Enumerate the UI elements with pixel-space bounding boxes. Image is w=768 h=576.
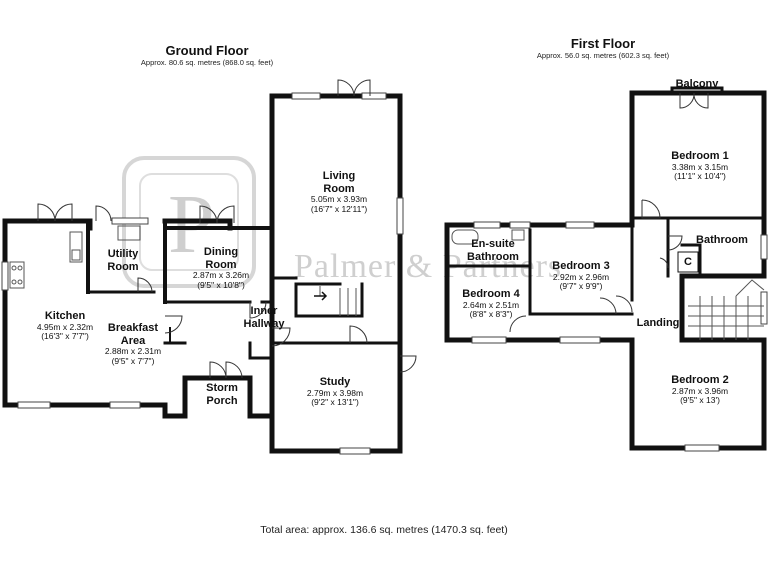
bedroom1-name: Bedroom 1 [671,150,729,162]
dining-dims: 2.87m x 3.26m [192,270,250,281]
bedroom2-imperial: (9'5" x 13') [680,395,720,406]
inner-hallway-name2: Hallway [243,317,285,330]
ground-floor-doors [37,79,417,379]
first-floor-stairs [688,279,765,340]
ground-floor-title: Ground Floor [165,43,249,58]
total-area: Total area: approx. 136.6 sq. metres (14… [260,524,508,536]
ground-floor-windows [1,92,404,455]
study-imperial: (9'2" x 13'1") [311,397,359,408]
living-dims: 5.05m x 3.93m [310,194,368,205]
first-floor-title: First Floor [570,36,636,51]
study-name: Study [319,376,351,388]
landing-name: Landing [636,317,680,329]
bedroom2-dims: 2.87m x 3.96m [671,385,729,396]
dining-name: Dining [203,246,239,258]
storm-porch-name: Storm [206,382,238,394]
bedroom1-dims: 3.38m x 3.15m [671,161,729,172]
cupboard-name: C [684,256,692,268]
room-bedroom4: Bedroom 4 2.64m x 2.51m (8'8" x 8'3") [448,288,534,320]
room-dining: Dining Room 2.87m x 3.26m (9'5" x 10'8") [178,246,264,291]
room-storm-porch: Storm Porch [192,382,252,407]
living-imperial: (16'7" x 12'11") [310,204,368,215]
study-dims: 2.79m x 3.98m [306,387,364,398]
room-living: Living Room 5.05m x 3.93m (16'7" x 12'11… [294,170,384,215]
ensuite-name: En-suite [471,238,515,250]
room-study: Study 2.79m x 3.98m (9'2" x 13'1") [290,376,380,408]
room-bedroom1: Bedroom 1 3.38m x 3.15m (11'1" x 10'4") [650,150,750,182]
bedroom4-dims: 2.64m x 2.51m [462,299,520,310]
bedroom3-imperial: (9'7" x 9'9") [559,281,603,292]
cupboard-box [677,251,699,273]
first-floor-doors [509,92,709,333]
inner-hallway-name: Inner [250,305,278,317]
balcony-name: Balcony [675,78,719,90]
watermark-monogram: P [168,178,216,271]
ensuite-name2: Bathroom [467,250,519,263]
living-name2: Room [323,182,355,195]
room-utility: Utility Room [94,248,152,273]
kitchen-imperial: (16'3" x 7'7") [41,331,89,342]
room-bedroom3: Bedroom 3 2.92m x 2.96m (9'7" x 9'9") [536,260,626,292]
living-name: Living [322,170,356,182]
bedroom1-imperial: (11'1" x 10'4") [674,171,726,182]
room-kitchen: Kitchen 4.95m x 2.32m (16'3" x 7'7") [20,310,110,342]
breakfast-imperial: (9'5" x 7'7") [111,356,155,367]
utility-name: Utility [107,248,139,260]
first-floor-walls [444,86,767,451]
ground-floor-stairs [314,286,357,316]
breakfast-name2: Area [120,334,146,347]
bedroom4-imperial: (8'8" x 8'3") [469,309,513,320]
room-inner-hallway: Inner Hallway [236,305,292,330]
ground-floor-area: Approx. 80.6 sq. metres (868.0 sq. feet) [140,58,274,67]
kitchen-dims: 4.95m x 2.32m [36,321,94,332]
kitchen-name: Kitchen [44,310,86,322]
bedroom3-name: Bedroom 3 [552,260,610,272]
dining-name2: Room [205,258,237,271]
storm-porch-name2: Porch [206,394,238,407]
bedroom2-name: Bedroom 2 [671,374,729,386]
breakfast-dims: 2.88m x 2.31m [104,346,162,357]
room-breakfast: Breakfast Area 2.88m x 2.31m (9'5" x 7'7… [90,322,176,367]
breakfast-name: Breakfast [107,322,159,334]
bedroom3-dims: 2.92m x 2.96m [552,271,610,282]
bedroom4-name: Bedroom 4 [462,288,520,300]
room-ensuite: En-suite Bathroom [458,238,528,263]
first-floor-area: Approx. 56.0 sq. metres (602.3 sq. feet) [536,51,670,60]
room-bedroom2: Bedroom 2 2.87m x 3.96m (9'5" x 13') [650,374,750,406]
bathroom-name: Bathroom [696,234,748,246]
utility-name2: Room [107,260,139,273]
first-floor-windows [471,221,768,452]
dining-imperial: (9'5" x 10'8") [197,280,245,291]
ensuite-fittings [451,229,525,245]
kitchen-fittings [9,225,141,289]
